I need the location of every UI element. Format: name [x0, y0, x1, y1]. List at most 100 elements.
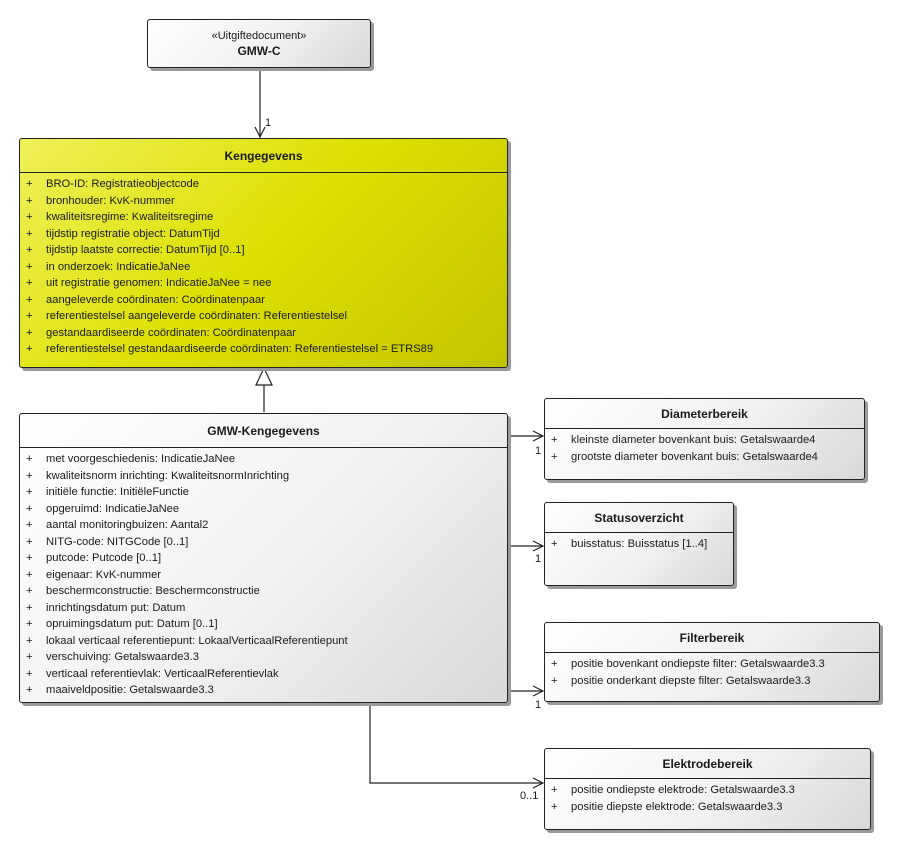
class-attribute: + gestandaardiseerde coördinaten: Coördin… [26, 325, 507, 342]
multiplicity-label: 1 [535, 445, 542, 457]
visibility-public-icon: + [26, 227, 33, 240]
visibility-public-icon: + [26, 519, 33, 531]
class-gmw-kengegevens[interactable]: GMW-Kengegevens + met voorgeschiedenis: I… [19, 413, 508, 703]
attribute-text: in onderzoek: IndicatieJaNee [46, 260, 191, 273]
visibility-public-icon: + [26, 244, 33, 256]
attribute-text: gestandaardiseerde coördinaten: Coördina… [46, 326, 297, 339]
multiplicity-label: 0..1 [520, 790, 539, 802]
class-attribute: +BRO-ID: Registratieobjectcode [26, 176, 507, 193]
attribute-text: bronhouder: KvK-nummer [46, 194, 175, 207]
visibility-public-icon: + [26, 601, 33, 614]
visibility-public-icon: + [551, 800, 558, 813]
class-attribute: +bronhouder: KvK-nummer [26, 193, 507, 210]
attribute-text: maaiveldpositie: Getalswaarde3.3 [46, 684, 214, 696]
visibility-public-icon: + [551, 674, 558, 687]
class-attribute: + kwaliteitsregime: Kwaliteitsregime [26, 209, 507, 226]
visibility-public-icon: + [26, 585, 33, 597]
generalization-arrowhead [255, 366, 273, 386]
visibility-public-icon: + [26, 343, 33, 355]
visibility-public-icon: + [26, 667, 33, 680]
class-attribute: + putcode: Putcode [0..1] [26, 550, 507, 567]
visibility-public-icon: + [26, 486, 33, 498]
class-name: Diameterbereik [661, 406, 748, 421]
attribute-text: verschuiving: Getalswaarde3.3 [46, 651, 199, 663]
visibility-public-icon: + [26, 469, 33, 482]
class-elektrodebereik[interactable]: Elektrodebereik +positie ondiepste elekt… [544, 748, 871, 830]
class-attribute: + aantal monitoringbuizen: Aantal2 [26, 517, 507, 534]
attribute-text: aantal monitoringbuizen: Aantal2 [46, 519, 209, 531]
visibility-public-icon: + [26, 293, 33, 306]
class-attribute: + eigenaar: KvK-nummer [26, 567, 507, 584]
class-attribute: + positie diepste elektrode: Getalswaarde… [551, 799, 870, 816]
attribute-list: + met voorgeschiedenis: IndicatieJaNee +kw… [20, 448, 507, 699]
class-kengegevens[interactable]: Kengegevens +BRO-ID: Registratieobjectco… [19, 138, 508, 368]
attribute-text: kwaliteitsregime: Kwaliteitsregime [46, 211, 214, 223]
class-attribute: + met voorgeschiedenis: IndicatieJaNee [26, 451, 507, 468]
class-attribute: +positie ondiepste elektrode: Getalswaar… [551, 782, 870, 799]
class-attribute: + tijdstip laatste correctie: DatumTijd [… [26, 242, 507, 259]
attribute-text: initiële functie: InitiëleFunctie [46, 486, 190, 498]
attribute-text: buisstatus: Buisstatus [1..4] [571, 538, 708, 550]
class-name: Statusoverzicht [594, 510, 684, 525]
class-attribute: +verschuiving: Getalswaarde3.3 [26, 649, 507, 666]
class-attribute: +lokaal verticaal referentiepunt: Lokaal… [26, 633, 507, 650]
class-attribute: + aangeleverde coördinaten: Coördinatenpa… [26, 292, 507, 309]
visibility-public-icon: + [26, 211, 33, 223]
visibility-public-icon: + [26, 568, 33, 581]
class-attribute: +kwaliteitsnorm inrichting: Kwaliteitsno… [26, 468, 507, 485]
visibility-public-icon: + [551, 784, 558, 796]
attribute-text: grootste diameter bovenkant buis: Getals… [571, 450, 818, 463]
attribute-text: putcode: Putcode [0..1] [46, 552, 162, 564]
class-filterbereik[interactable]: Filterbereik + positie bovenkant ondiepst… [544, 622, 880, 702]
visibility-public-icon: + [26, 260, 33, 273]
class-statusoverzicht[interactable]: Statusoverzicht +buisstatus: Buisstatus … [544, 502, 734, 586]
class-name: Elektrodebereik [662, 756, 753, 771]
attribute-text: tijdstip registratie object: DatumTijd [46, 227, 220, 240]
multiplicity-label: 1 [535, 699, 542, 711]
class-attribute: +uit registratie genomen: IndicatieJaNee… [26, 275, 507, 292]
class-attribute: + opgeruimd: IndicatieJaNee [26, 501, 507, 518]
visibility-public-icon: + [26, 634, 33, 647]
class-attribute: + maaiveldpositie: Getalswaarde3.3 [26, 682, 507, 699]
attribute-text: NITG-code: NITGCode [0..1] [46, 535, 189, 548]
attribute-text: referentiestelsel aangeleverde coördinat… [46, 310, 348, 322]
attribute-text: opruimingsdatum put: Datum [0..1] [46, 618, 218, 630]
attribute-text: eigenaar: KvK-nummer [46, 568, 162, 581]
class-name: GMW-Kengegevens [207, 423, 320, 438]
attribute-text: met voorgeschiedenis: IndicatieJaNee [46, 453, 236, 465]
class-attribute: + referentiestelsel gestandaardiseerde co… [26, 341, 507, 358]
visibility-public-icon: + [26, 552, 33, 564]
class-stereotype: «Uitgiftedocument» [211, 29, 307, 42]
class-name: Filterbereik [679, 630, 745, 645]
attribute-text: opgeruimd: IndicatieJaNee [46, 502, 180, 515]
class-name: GMW-C [237, 43, 281, 58]
attribute-text: inrichtingsdatum put: Datum [46, 601, 186, 614]
attribute-list: +kleinste diameter bovenkant buis: Getal… [545, 429, 864, 465]
attribute-text: positie onderkant diepste filter: Getals… [571, 674, 811, 687]
attribute-text: referentiestelsel gestandaardiseerde coö… [46, 343, 434, 355]
attribute-text: aangeleverde coördinaten: Coördinatenpaa… [46, 293, 265, 306]
multiplicity-label: 1 [535, 553, 542, 565]
association-elektrodebereik [369, 703, 543, 783]
class-attribute: + referentiestelsel aangeleverde coördina… [26, 308, 507, 325]
visibility-public-icon: + [26, 684, 33, 696]
visibility-public-icon: + [551, 658, 558, 670]
attribute-list: +buisstatus: Buisstatus [1..4] [545, 533, 733, 553]
attribute-text: beschermconstructie: Beschermconstructie [46, 585, 260, 597]
attribute-list: +BRO-ID: Registratieobjectcode+bronhoude… [20, 173, 507, 358]
attribute-text: positie bovenkant ondiepste filter: Geta… [571, 658, 825, 670]
class-attribute: + beschermconstructie: Beschermconstructi… [26, 583, 507, 600]
visibility-public-icon: + [26, 310, 33, 322]
class-attribute: + inrichtingsdatum put: Datum [26, 600, 507, 617]
visibility-public-icon: + [26, 502, 33, 515]
visibility-public-icon: + [26, 453, 33, 465]
attribute-list: +positie ondiepste elektrode: Getalswaar… [545, 779, 870, 815]
class-attribute: + tijdstip registratie object: DatumTijd [26, 226, 507, 243]
attribute-text: tijdstip laatste correctie: DatumTijd [0… [46, 244, 245, 256]
attribute-text: uit registratie genomen: IndicatieJaNee … [46, 277, 272, 289]
attribute-text: positie diepste elektrode: Getalswaarde3… [571, 800, 783, 813]
class-diameterbereik[interactable]: Diameterbereik +kleinste diameter bovenk… [544, 398, 865, 480]
class-gmw-c[interactable]: «Uitgiftedocument» GMW-C [147, 19, 371, 68]
class-attribute: +verticaal referentievlak: VerticaalRefe… [26, 666, 507, 683]
visibility-public-icon: + [26, 326, 33, 339]
